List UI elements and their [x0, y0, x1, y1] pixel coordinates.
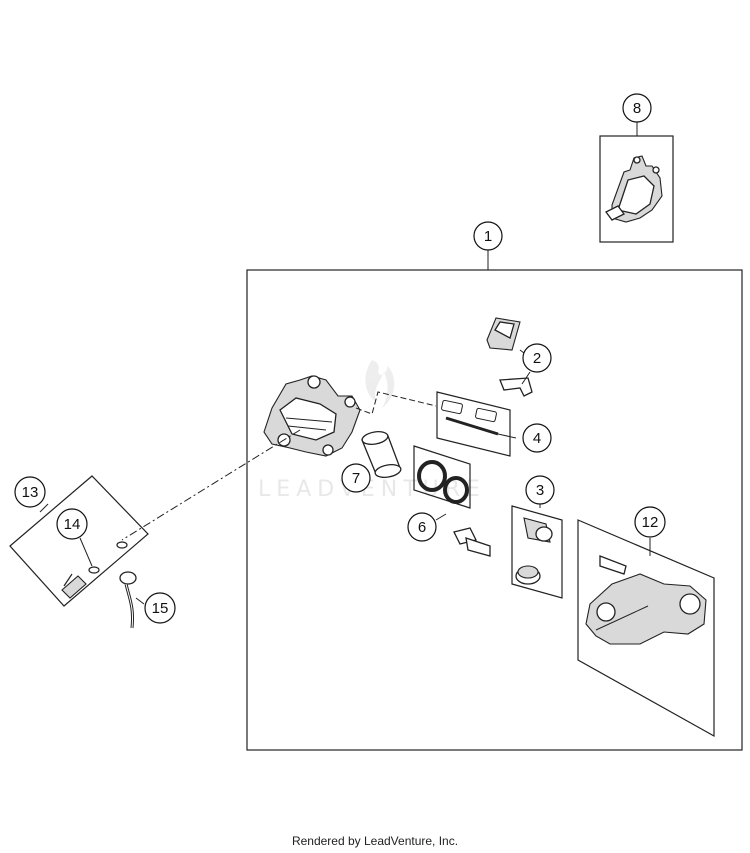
pin-kit-drawing — [436, 391, 511, 457]
caliper-body-drawing — [263, 375, 361, 457]
callout-15: 15 — [144, 592, 176, 624]
callout-1: 1 — [473, 221, 503, 251]
callout-6: 6 — [407, 512, 437, 542]
caliper-support-drawing — [577, 519, 715, 738]
fitting-box-13 — [9, 475, 149, 607]
svg-text:7: 7 — [352, 470, 360, 487]
kit-box-1 — [246, 269, 743, 751]
svg-text:4: 4 — [533, 430, 541, 447]
seal-kit-drawing — [413, 445, 471, 509]
callout-4: 4 — [522, 423, 552, 453]
svg-text:12: 12 — [642, 514, 659, 531]
guide-bushing-drawing — [511, 505, 563, 599]
svg-text:8: 8 — [633, 100, 641, 117]
svg-text:6: 6 — [418, 519, 426, 536]
callout-2: 2 — [522, 343, 552, 373]
callout-7: 7 — [341, 463, 371, 493]
svg-text:3: 3 — [536, 482, 544, 499]
callout-12: 12 — [634, 506, 666, 538]
brake-line-drawing — [119, 571, 137, 629]
callout-8: 8 — [622, 93, 652, 123]
brake-pads-drawing — [605, 155, 663, 223]
callout-14: 14 — [56, 508, 88, 540]
svg-text:14: 14 — [64, 516, 81, 533]
bleed-screw-drawing — [453, 527, 491, 557]
footer-credit: Rendered by LeadVenture, Inc. — [291, 834, 459, 848]
svg-text:13: 13 — [22, 484, 39, 501]
callout-13: 13 — [14, 476, 46, 508]
pad-spring-drawing — [486, 317, 533, 397]
svg-text:2: 2 — [533, 350, 541, 367]
svg-text:1: 1 — [484, 228, 492, 245]
svg-text:15: 15 — [152, 600, 169, 617]
piston-drawing — [361, 431, 402, 478]
callout-3: 3 — [525, 475, 555, 505]
